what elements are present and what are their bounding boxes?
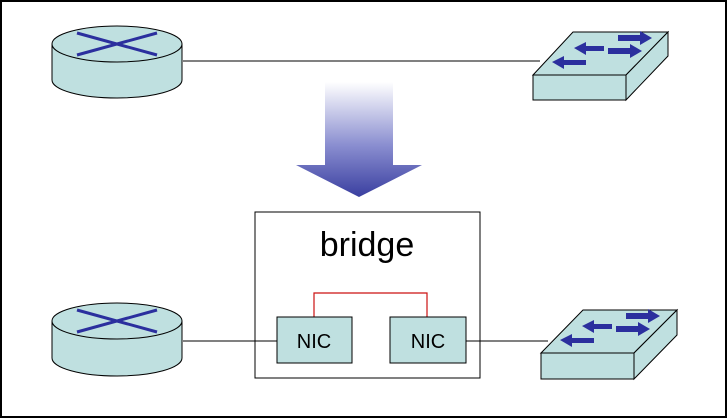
nic-left-label: NIC <box>297 331 331 353</box>
switch-icon <box>539 308 679 381</box>
router-icon <box>51 25 183 99</box>
nic-right: NIC <box>389 316 467 364</box>
nic-internal-link <box>313 292 428 317</box>
router-icon <box>51 302 183 377</box>
down-arrow-icon <box>296 82 422 197</box>
bridge-title: bridge <box>320 226 415 264</box>
switch-icon <box>531 30 670 102</box>
nic-right-label: NIC <box>411 331 445 353</box>
nic-left: NIC <box>276 316 353 364</box>
